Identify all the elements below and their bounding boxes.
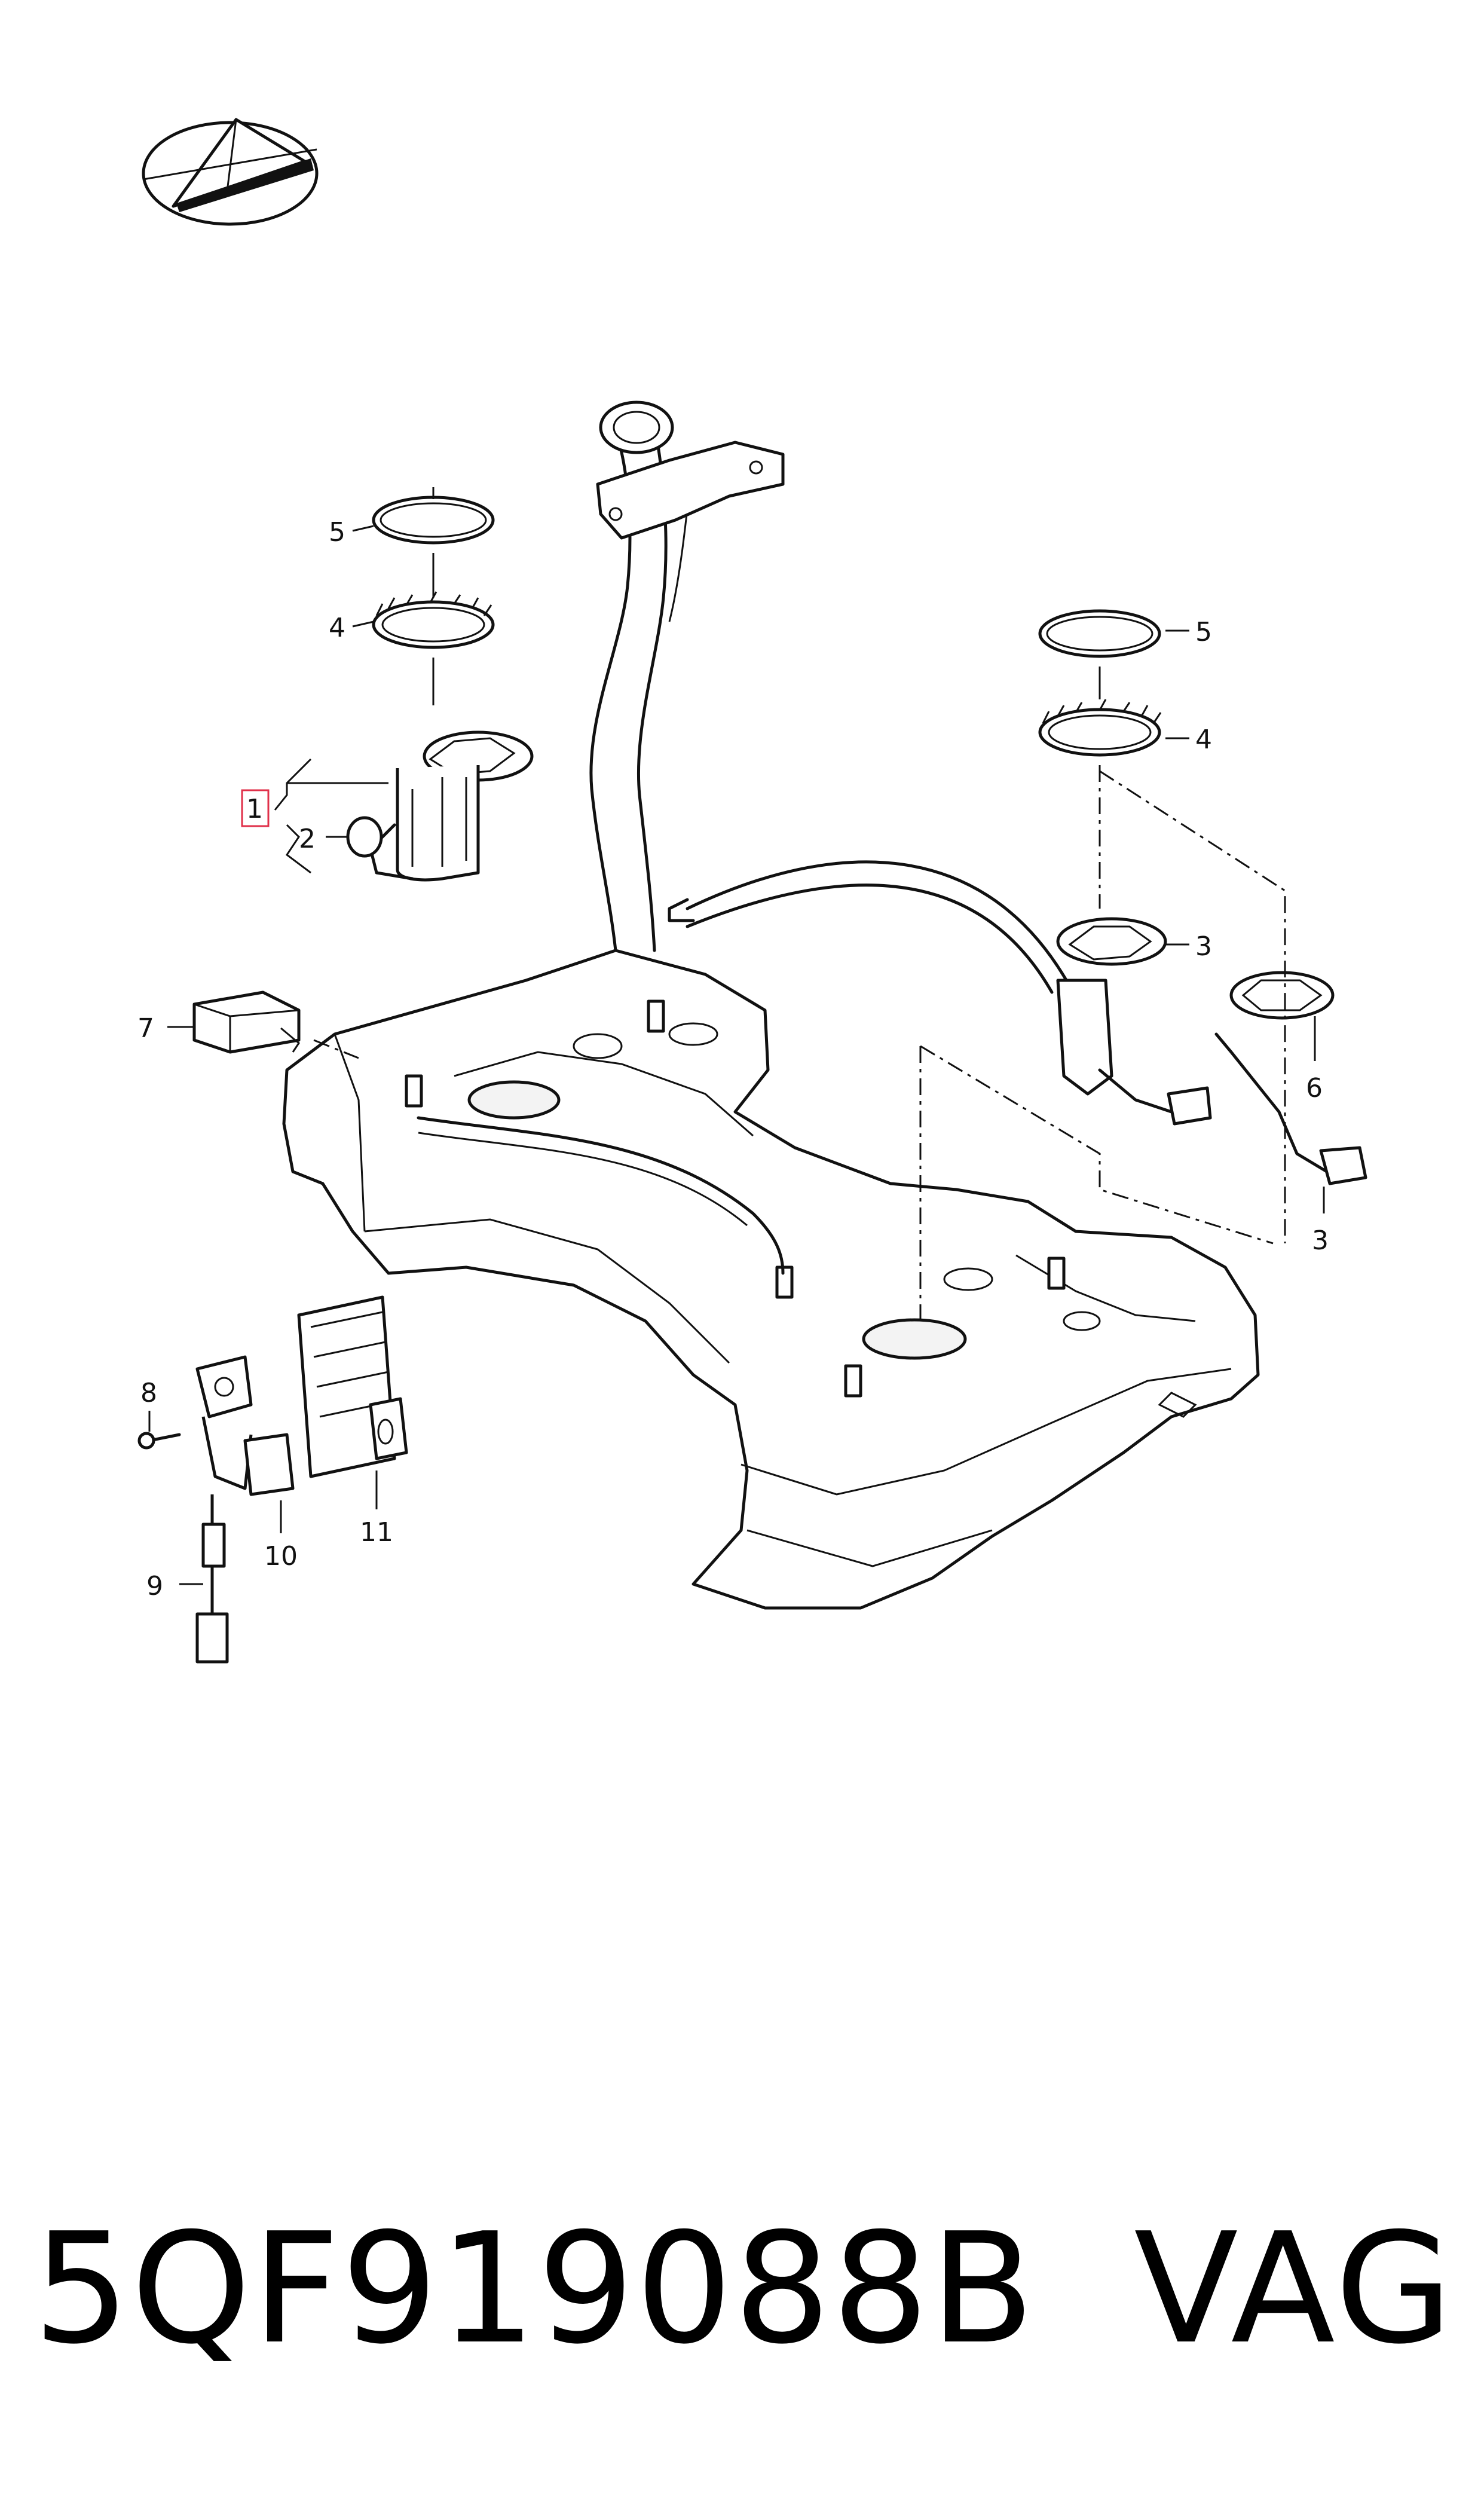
callout-5-right: 5 xyxy=(1195,617,1212,647)
level-sender-right xyxy=(1214,971,1367,1185)
callout-labels: 1 2 3 3 4 4 5 5 6 7 8 9 10 11 xyxy=(137,517,1329,1601)
callout-3-upper: 3 xyxy=(1195,931,1212,962)
callout-9: 9 xyxy=(146,1571,163,1601)
callout-8: 8 xyxy=(140,1378,157,1408)
callout-6: 6 xyxy=(1306,1073,1323,1103)
callout-4-right: 4 xyxy=(1195,724,1212,755)
callout-11: 11 xyxy=(360,1517,393,1548)
callout-4-left: 4 xyxy=(329,613,345,643)
leader-lines xyxy=(148,525,1325,1585)
brand-name: VAG xyxy=(1134,2200,1455,2378)
filler-neck xyxy=(589,401,785,952)
callout-7: 7 xyxy=(137,1013,154,1044)
fuel-tank xyxy=(282,949,1260,1610)
callout-3-lower: 3 xyxy=(1312,1225,1329,1256)
fuel-pump-assembly-right xyxy=(1038,609,1212,1126)
exploded-parts-diagram: 1 2 3 3 4 4 5 5 6 7 8 9 10 11 xyxy=(137,118,1367,1664)
caption: 5QF919088B VAG xyxy=(33,2200,1455,2379)
callout-1-highlight xyxy=(241,789,270,827)
callout-10: 10 xyxy=(264,1541,298,1572)
bracket-assembly xyxy=(137,1295,408,1664)
fuel-pump-assembly-left xyxy=(346,487,534,882)
control-module-7 xyxy=(192,990,359,1059)
callout-1: 1 xyxy=(246,794,263,824)
callout-5-left: 5 xyxy=(329,517,345,548)
part-number: 5QF919088B xyxy=(33,2200,1036,2378)
callout-2: 2 xyxy=(299,824,316,854)
paper-plane-logo-icon xyxy=(142,118,319,226)
